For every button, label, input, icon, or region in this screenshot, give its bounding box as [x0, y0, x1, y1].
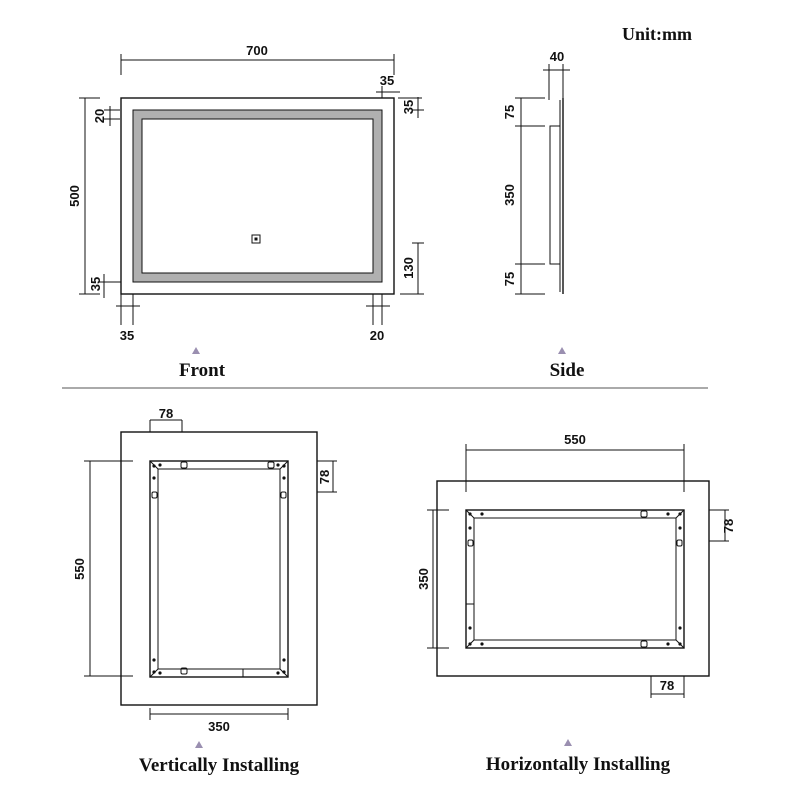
- bracket-hook-icon: [280, 491, 287, 499]
- bracket-hook-icon: [151, 491, 158, 499]
- horizontal-screw-holes: [468, 512, 682, 646]
- led-strip-inner: [141, 118, 374, 274]
- vertical-marker-icon: [195, 741, 203, 748]
- side-top-label: 75: [502, 105, 517, 119]
- vertical-screw-holes: [152, 463, 286, 675]
- horizontal-bracket-inner: [473, 517, 677, 641]
- horizontal-width-label: 550: [564, 432, 586, 447]
- side-depth-label: 40: [550, 49, 564, 64]
- vertical-mirror-outline: [120, 431, 318, 706]
- bracket-hook-icon: [180, 461, 188, 469]
- bracket-hook-icon: [267, 461, 275, 469]
- screw-hole: [276, 463, 280, 467]
- horizontal-marker-icon: [564, 739, 572, 746]
- vertical-top-offset-label: 78: [159, 406, 173, 421]
- front-bottom-left-v-label: 35: [88, 277, 103, 291]
- horizontal-bottom-offset-label: 78: [660, 678, 674, 693]
- front-top-right-inset-label: 35: [380, 73, 394, 88]
- screw-hole: [282, 464, 286, 468]
- side-caption: Side: [550, 360, 585, 381]
- bracket-hook-icon: [467, 539, 474, 547]
- touch-switch-icon: [251, 234, 261, 244]
- horizontal-height-label: 350: [416, 568, 431, 590]
- screw-hole: [152, 476, 156, 480]
- vertical-width-label: 350: [208, 719, 230, 734]
- vertical-bracket-frame: [149, 460, 289, 678]
- screw-hole: [468, 642, 472, 646]
- unit-label: Unit:mm: [622, 24, 692, 44]
- bracket-hook-icon: [676, 539, 683, 547]
- screw-hole: [480, 512, 484, 516]
- front-view: 700 35 35 20 500 35 35 20: [67, 43, 424, 381]
- front-top-right-v-label: 35: [401, 100, 416, 114]
- front-right-lower-v-label: 130: [401, 257, 416, 279]
- front-bottom-left-h-label: 35: [120, 328, 134, 343]
- side-middle-label: 350: [502, 184, 517, 206]
- vertical-right-offset-label: 78: [317, 470, 332, 484]
- screw-hole: [678, 642, 682, 646]
- vertical-caption: Vertically Installing: [139, 755, 300, 776]
- screw-hole: [678, 526, 682, 530]
- screw-hole: [282, 670, 286, 674]
- front-height-label: 500: [67, 185, 82, 207]
- screw-hole: [152, 670, 156, 674]
- screw-hole: [282, 476, 286, 480]
- front-marker-icon: [192, 347, 200, 354]
- screw-hole: [468, 526, 472, 530]
- side-marker-icon: [558, 347, 566, 354]
- touch-switch-dot: [254, 237, 258, 241]
- front-caption: Front: [179, 360, 226, 381]
- screw-hole: [152, 464, 156, 468]
- screw-hole: [468, 626, 472, 630]
- screw-hole: [158, 671, 162, 675]
- horizontal-install-view: 550 78 350 78 Horizontally Installing: [416, 432, 736, 775]
- screw-hole: [480, 642, 484, 646]
- horizontal-right-offset-label: 78: [721, 519, 736, 533]
- screw-hole: [158, 463, 162, 467]
- horizontal-bracket-frame: [465, 509, 685, 649]
- side-body: [549, 125, 561, 265]
- bracket-hook-icon: [640, 510, 648, 518]
- bracket-hook-icon: [180, 667, 188, 675]
- side-bottom-label: 75: [502, 272, 517, 286]
- vertical-height-label: 550: [72, 558, 87, 580]
- screw-hole: [282, 658, 286, 662]
- screw-hole: [276, 671, 280, 675]
- screw-hole: [468, 512, 472, 516]
- bracket-hook-icon: [640, 640, 648, 648]
- screw-hole: [666, 642, 670, 646]
- front-bottom-right-h-label: 20: [370, 328, 384, 343]
- vertical-bracket-inner: [157, 468, 281, 670]
- front-mirror-outline: [120, 97, 395, 295]
- screw-hole: [678, 626, 682, 630]
- screw-hole: [666, 512, 670, 516]
- horizontal-caption: Horizontally Installing: [486, 754, 671, 775]
- front-top-left-v-label: 20: [92, 109, 107, 123]
- horizontal-mirror-outline: [436, 480, 710, 677]
- screw-hole: [152, 658, 156, 662]
- front-width-label: 700: [246, 43, 268, 58]
- side-view: 40 75 350 75 Side: [502, 49, 584, 381]
- led-strip-outer: [132, 109, 383, 283]
- screw-hole: [678, 512, 682, 516]
- vertical-install-view: 78 78 550 350 Vertically Installing: [72, 406, 337, 776]
